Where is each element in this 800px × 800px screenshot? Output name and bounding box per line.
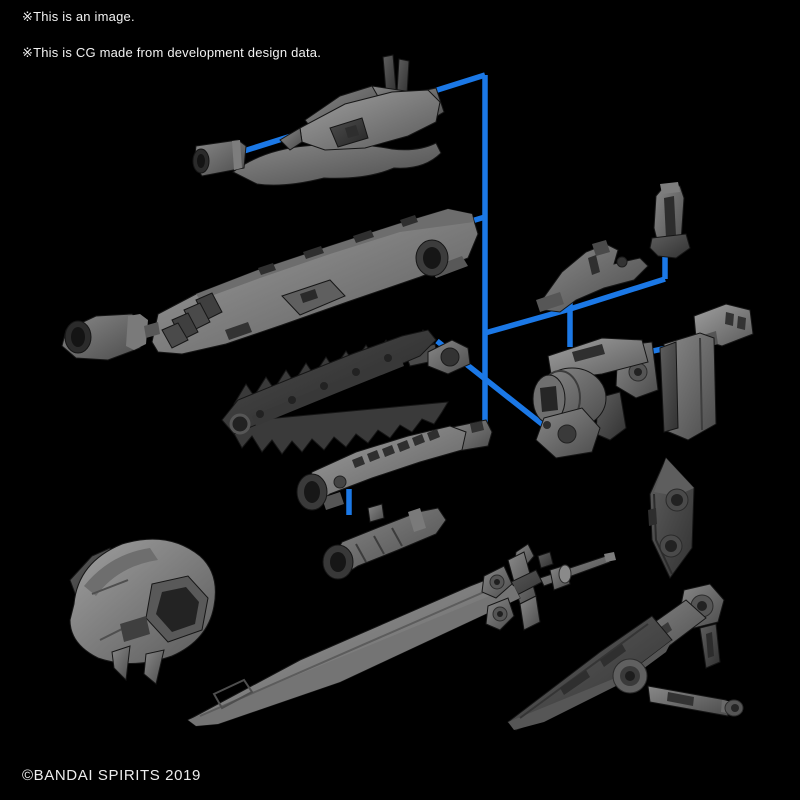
handgun-unit xyxy=(532,337,659,459)
suppressor-barrel-upper xyxy=(296,419,493,511)
head-armor-part xyxy=(69,538,216,685)
axe-gun-unit xyxy=(192,54,445,186)
magazine-holster-part xyxy=(659,303,754,441)
claw-blade-arm-unit xyxy=(507,583,744,731)
copyright-text: ©BANDAI SPIRITS 2019 xyxy=(22,767,201,784)
long-rifle xyxy=(151,208,479,355)
note-line-2: ※This is CG made from development design… xyxy=(22,45,322,60)
suppressor-barrel-lower xyxy=(322,503,447,580)
connector-line xyxy=(484,306,571,336)
chainsaw-blade-unit xyxy=(221,329,471,455)
connector-line xyxy=(569,276,666,312)
note-line-1: ※This is an image. xyxy=(22,9,135,24)
rail-bracket-part xyxy=(536,240,649,313)
diamond-armor-plate xyxy=(648,457,695,579)
disclaimer-notes: ※This is an image. ※This is CG made from… xyxy=(22,8,321,62)
large-sword xyxy=(187,543,616,727)
axe-gun-muzzle-cap xyxy=(192,139,247,177)
grip-part xyxy=(649,182,691,259)
rifle-muzzle-cap xyxy=(61,313,160,361)
